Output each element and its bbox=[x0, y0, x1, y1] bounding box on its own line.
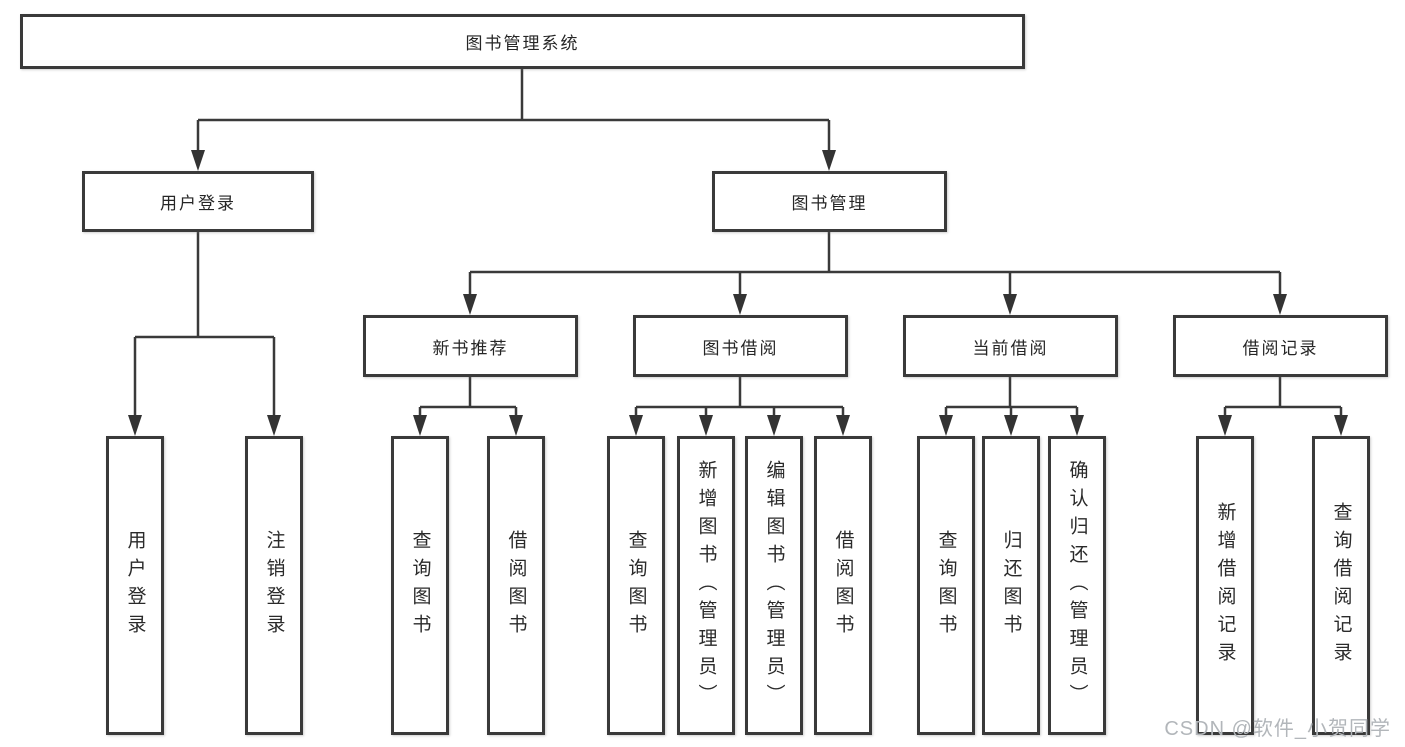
node-label: 新增图书（管理员） bbox=[695, 459, 717, 712]
leaf-add-borrow-record: 新增借阅记录 bbox=[1196, 436, 1254, 735]
leaf-query-borrow-record: 查询借阅记录 bbox=[1312, 436, 1370, 735]
leaf-query-books-newbook: 查询图书 bbox=[391, 436, 449, 735]
node-label: 注销登录 bbox=[263, 529, 285, 642]
leaf-add-books-admin: 新增图书（管理员） bbox=[677, 436, 735, 735]
node-label: 新增借阅记录 bbox=[1214, 501, 1236, 670]
node-borrowing-records: 借阅记录 bbox=[1173, 315, 1388, 377]
node-label: 用户登录 bbox=[160, 194, 236, 213]
leaf-logout: 注销登录 bbox=[245, 436, 303, 735]
leaf-user-login: 用户登录 bbox=[106, 436, 164, 735]
leaf-borrow-books: 借阅图书 bbox=[814, 436, 872, 735]
leaf-query-books-borrow: 查询图书 bbox=[607, 436, 665, 735]
node-label: 归还图书 bbox=[1000, 529, 1022, 642]
arrowheads bbox=[128, 150, 1348, 436]
node-label: 借阅图书 bbox=[505, 529, 527, 642]
node-label: 借阅图书 bbox=[832, 529, 854, 642]
leaf-return-books: 归还图书 bbox=[982, 436, 1040, 735]
node-label: 图书管理 bbox=[791, 194, 868, 213]
node-label: 图书借阅 bbox=[702, 338, 779, 358]
node-current-borrowing: 当前借阅 bbox=[903, 315, 1118, 377]
leaf-confirm-return-admin: 确认归还（管理员） bbox=[1048, 436, 1106, 735]
node-system-root: 图书管理系统 bbox=[20, 14, 1025, 69]
node-label: 查询借阅记录 bbox=[1330, 501, 1352, 670]
node-book-borrowing: 图书借阅 bbox=[633, 315, 848, 377]
node-label: 用户登录 bbox=[124, 529, 146, 642]
node-label: 编辑图书（管理员） bbox=[763, 459, 785, 712]
node-user-login: 用户登录 bbox=[82, 171, 314, 232]
node-label: 确认归还（管理员） bbox=[1066, 459, 1088, 712]
node-label: 当前借阅 bbox=[972, 338, 1049, 358]
node-new-book-recommend: 新书推荐 bbox=[363, 315, 578, 377]
leaf-borrow-books-newbook: 借阅图书 bbox=[487, 436, 545, 735]
node-label: 借阅记录 bbox=[1242, 338, 1319, 358]
leaf-edit-books-admin: 编辑图书（管理员） bbox=[745, 436, 803, 735]
csdn-watermark: CSDN @软件_小贺同学 bbox=[1164, 718, 1391, 740]
node-label: 图书管理系统 bbox=[465, 34, 580, 53]
node-label: 查询图书 bbox=[625, 529, 647, 642]
node-label: 查询图书 bbox=[935, 529, 957, 642]
node-book-management: 图书管理 bbox=[712, 171, 947, 232]
node-label: 查询图书 bbox=[409, 529, 431, 642]
tree-edges bbox=[133, 69, 1343, 419]
leaf-query-books-current: 查询图书 bbox=[917, 436, 975, 735]
node-label: 新书推荐 bbox=[432, 338, 509, 358]
